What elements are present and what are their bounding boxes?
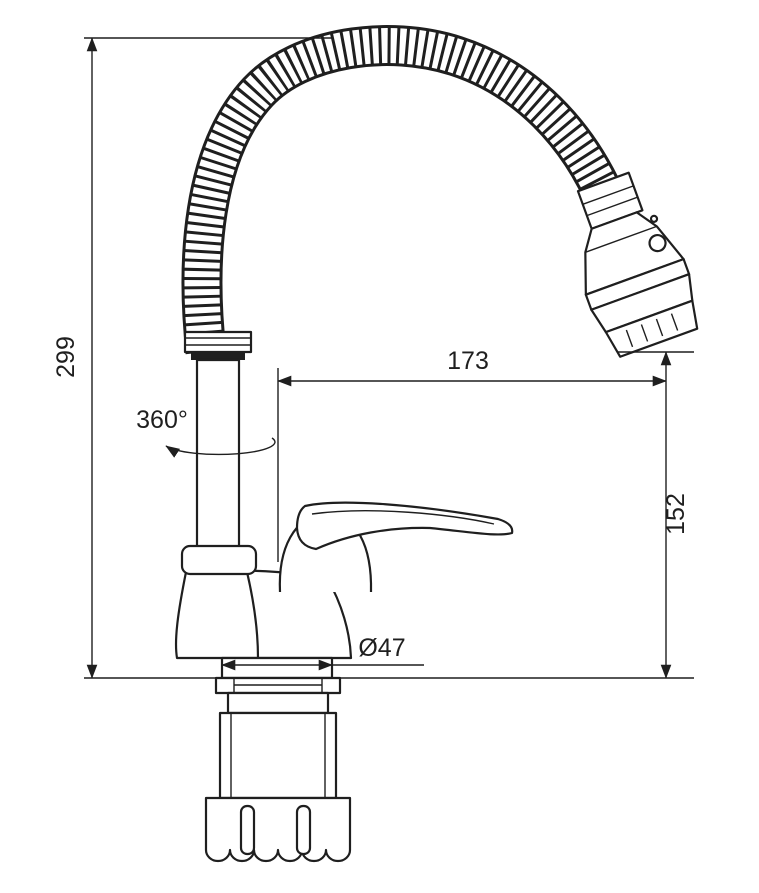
threaded-shank [226, 691, 330, 715]
dim-total-height-label: 299 [52, 336, 80, 378]
base-rim [220, 656, 334, 680]
mounting-nut-upper [218, 711, 338, 800]
handle-lever-contour [311, 510, 495, 525]
hose-body [184, 28, 625, 354]
swivel-arc-arrow [165, 437, 276, 458]
nut-slot-left [239, 804, 256, 856]
dim-reach: 173 [277, 347, 667, 387]
spray-head-aerator [604, 299, 699, 358]
riser-pipe [195, 358, 241, 554]
spray-mode-button [648, 233, 667, 253]
handle-assembly [278, 501, 514, 593]
swivel-angle-label: 360° [136, 406, 188, 434]
spray-head-pin [649, 214, 659, 223]
handle-lever [295, 501, 514, 551]
dim-reach-label: 173 [447, 347, 489, 375]
spray-head [576, 171, 699, 358]
riser-flange [180, 544, 258, 576]
base-diameter-label: Ø47 [358, 634, 405, 662]
coupling-nut [183, 330, 253, 354]
dim-base-diameter: Ø47 [221, 634, 424, 671]
base-contour [245, 570, 260, 660]
coupling-seal [191, 352, 245, 360]
mounting-nut-lower [204, 796, 352, 863]
mounting-hardware [204, 676, 352, 863]
flexible-hose [181, 25, 627, 355]
dim-total-height: 299 [52, 37, 332, 679]
dim-outlet-height-label: 152 [662, 493, 690, 535]
dim-outlet-height: 152 [336, 351, 694, 679]
nut-slot-right [295, 804, 312, 856]
hose-coupling [183, 330, 253, 360]
